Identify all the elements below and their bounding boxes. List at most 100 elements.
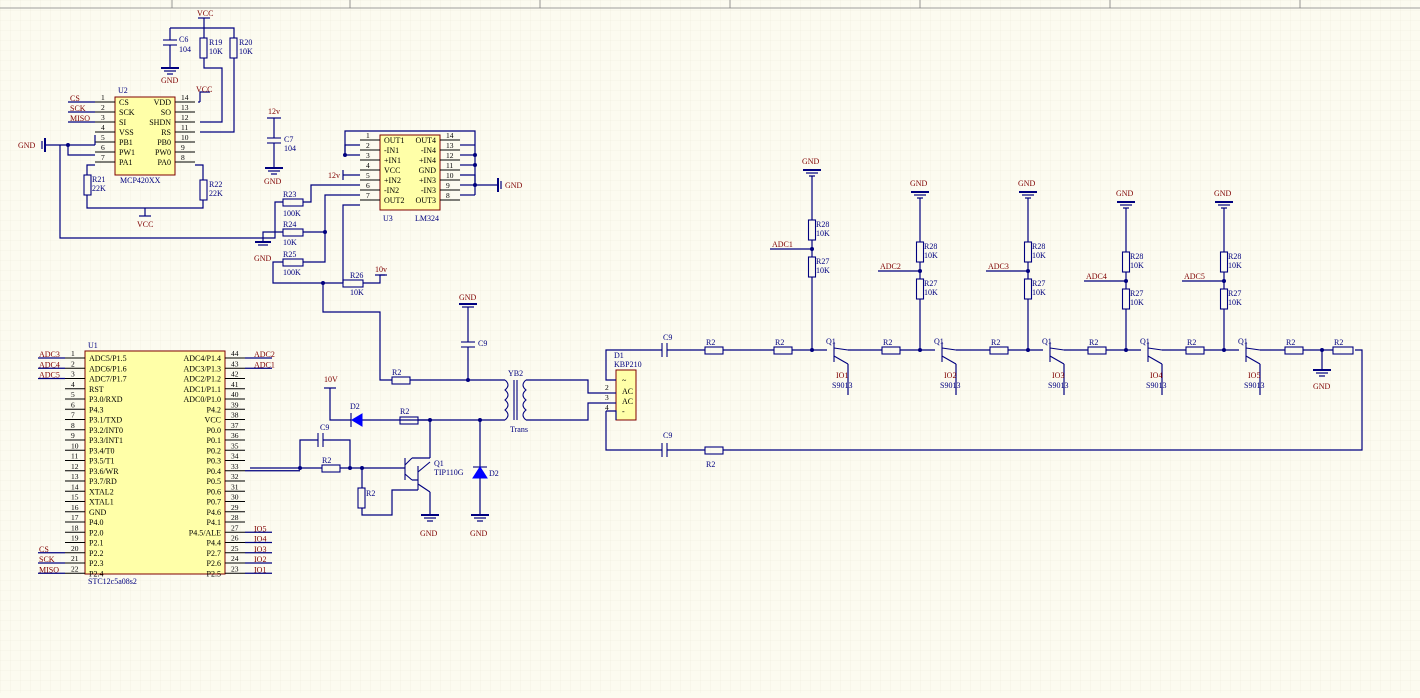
c7-ref: C7 <box>284 135 293 144</box>
u1-pin-name-44: ADC4/P1.4 <box>183 354 221 363</box>
u1-pin-name-16: GND <box>89 508 107 517</box>
ladder-adc-2: ADC2 <box>880 262 901 271</box>
u3-pin-name-6: -IN2 <box>384 186 399 195</box>
u1-pin-num-25: 25 <box>231 544 239 553</box>
u1-pin-num-40: 40 <box>231 390 239 399</box>
u2-pin-name-12: SHDN <box>149 118 171 127</box>
r24-value: 10K <box>283 238 297 247</box>
ladder-r2-ref-3: R2 <box>991 338 1000 347</box>
u1-pin-num-26: 26 <box>231 534 239 543</box>
u1-pin-name-2: ADC6/P1.6 <box>89 364 127 373</box>
ladder-r28-val-1: 10K <box>816 229 830 238</box>
u2-pin-name-10: PB0 <box>157 138 171 147</box>
u1-pin-num-21: 21 <box>71 554 79 563</box>
u2-pin-name-4: VSS <box>119 128 134 137</box>
c9-vert-ref: C9 <box>478 339 487 348</box>
u1-pin-name-8: P3.2/INT0 <box>89 426 123 435</box>
ladder-r27-val-5: 10K <box>1228 298 1242 307</box>
c9-top-ref: C9 <box>663 333 672 342</box>
u2-pin-num-7: 7 <box>101 153 105 162</box>
ladder-r27-ref-4: R27 <box>1130 289 1143 298</box>
r19-value: 10K <box>209 47 223 56</box>
d1-pin-ac2: AC <box>622 397 633 406</box>
u1-pin-name-41: ADC1/P1.1 <box>183 385 221 394</box>
ladder-q-ref-1: Q1 <box>826 337 836 346</box>
u1-pin-name-9: P3.3/INT1 <box>89 436 123 445</box>
r2-chain-start-ref: R2 <box>706 338 715 347</box>
yb2-ref: YB2 <box>508 369 523 378</box>
u1-pin-num-18: 18 <box>71 523 79 532</box>
u3-pin-name-4: VCC <box>384 166 400 175</box>
u2-pin-name-5: PB1 <box>119 138 133 147</box>
ladder-io-4: IO4 <box>1150 371 1162 380</box>
u1-pin-num-34: 34 <box>231 452 239 461</box>
u3-ref: U3 <box>383 214 393 223</box>
u1-right-net-io3: IO3 <box>254 545 266 554</box>
ladder-r28-val-5: 10K <box>1228 261 1242 270</box>
r26-10v-label: 10v <box>375 265 387 274</box>
ladder-r28-ref-3: R28 <box>1032 242 1045 251</box>
u1-pin-num-5: 5 <box>71 390 75 399</box>
u1-pin-name-40: ADC0/P1.0 <box>183 395 221 404</box>
u1-pin-num-27: 27 <box>231 523 239 532</box>
u2-part: MCP420XX <box>120 176 161 185</box>
d1-value: KBP210 <box>614 360 642 369</box>
u1-ref: U1 <box>88 341 98 350</box>
r2-base-ref: R2 <box>322 456 331 465</box>
u3-pin-num-8: 8 <box>446 191 450 200</box>
u2-pin-name-13: SO <box>161 108 171 117</box>
u3-pin-name-1: OUT1 <box>384 136 404 145</box>
u3-pin-num-1: 1 <box>366 131 370 140</box>
u1-pin-num-38: 38 <box>231 411 239 420</box>
r2-return-ref: R2 <box>706 460 715 469</box>
r25-value: 100K <box>283 268 301 277</box>
r21-value: 22K <box>92 184 106 193</box>
r26-value: 10K <box>350 288 364 297</box>
gnd-left-label: GND <box>18 141 36 150</box>
r22-value: 22K <box>209 189 223 198</box>
u1-pin-num-32: 32 <box>231 472 239 481</box>
vcc-label: VCC <box>197 9 213 18</box>
c6-value: 104 <box>179 45 191 54</box>
u1-pin-name-31: P0.6 <box>207 487 221 496</box>
u2-pin-name-7: PA1 <box>119 158 133 167</box>
ladder-r27-ref-5: R27 <box>1228 289 1241 298</box>
u1-pin-name-11: P3.5/T1 <box>89 457 115 466</box>
gnd-label: GND <box>161 76 179 85</box>
u3-pin-num-2: 2 <box>366 141 370 150</box>
ladder-q-ref-4: Q1 <box>1140 337 1150 346</box>
u3-pin-name-5: +IN2 <box>384 176 401 185</box>
u1-pin-name-32: P0.5 <box>207 477 221 486</box>
c9-bottom-ref: C9 <box>663 431 672 440</box>
u2-pin-num-3: 3 <box>101 113 105 122</box>
ladder-gnd-label-4: GND <box>1116 189 1134 198</box>
u1-pin-name-4: RST <box>89 385 104 394</box>
ladder-r27-val-4: 10K <box>1130 298 1144 307</box>
q1-gnd-label: GND <box>420 529 438 538</box>
u3-pin-num-6: 6 <box>366 181 370 190</box>
u1-pin-num-9: 9 <box>71 431 75 440</box>
vcc-symbol: VCC <box>197 9 213 18</box>
r24-gnd-label: GND <box>254 254 272 263</box>
ladder-q-type-4: S9013 <box>1146 381 1166 390</box>
u3-pin-num-11: 11 <box>446 161 453 170</box>
u2-net-sck: SCK <box>70 104 86 113</box>
u1-pin-name-6: P4.3 <box>89 405 103 414</box>
u1-pin-num-42: 42 <box>231 370 239 379</box>
u1-pin-num-2: 2 <box>71 359 75 368</box>
u1-pin-num-31: 31 <box>231 482 239 491</box>
u1-pin-num-19: 19 <box>71 534 79 543</box>
u1-pin-name-14: XTAL2 <box>89 487 114 496</box>
yb2-value: Trans <box>510 425 528 434</box>
u2-pin-name-3: SI <box>119 118 126 127</box>
u1-pin-name-43: ADC3/P1.3 <box>183 364 221 373</box>
u1-pin-name-39: P4.2 <box>207 405 221 414</box>
u2-pin-num-8: 8 <box>181 153 185 162</box>
ladder-r28-ref-5: R28 <box>1228 252 1241 261</box>
c7-gnd-label: GND <box>264 177 282 186</box>
ladder-io-3: IO3 <box>1052 371 1064 380</box>
u1-pin-num-41: 41 <box>231 380 239 389</box>
u3-pin-num-12: 12 <box>446 151 454 160</box>
